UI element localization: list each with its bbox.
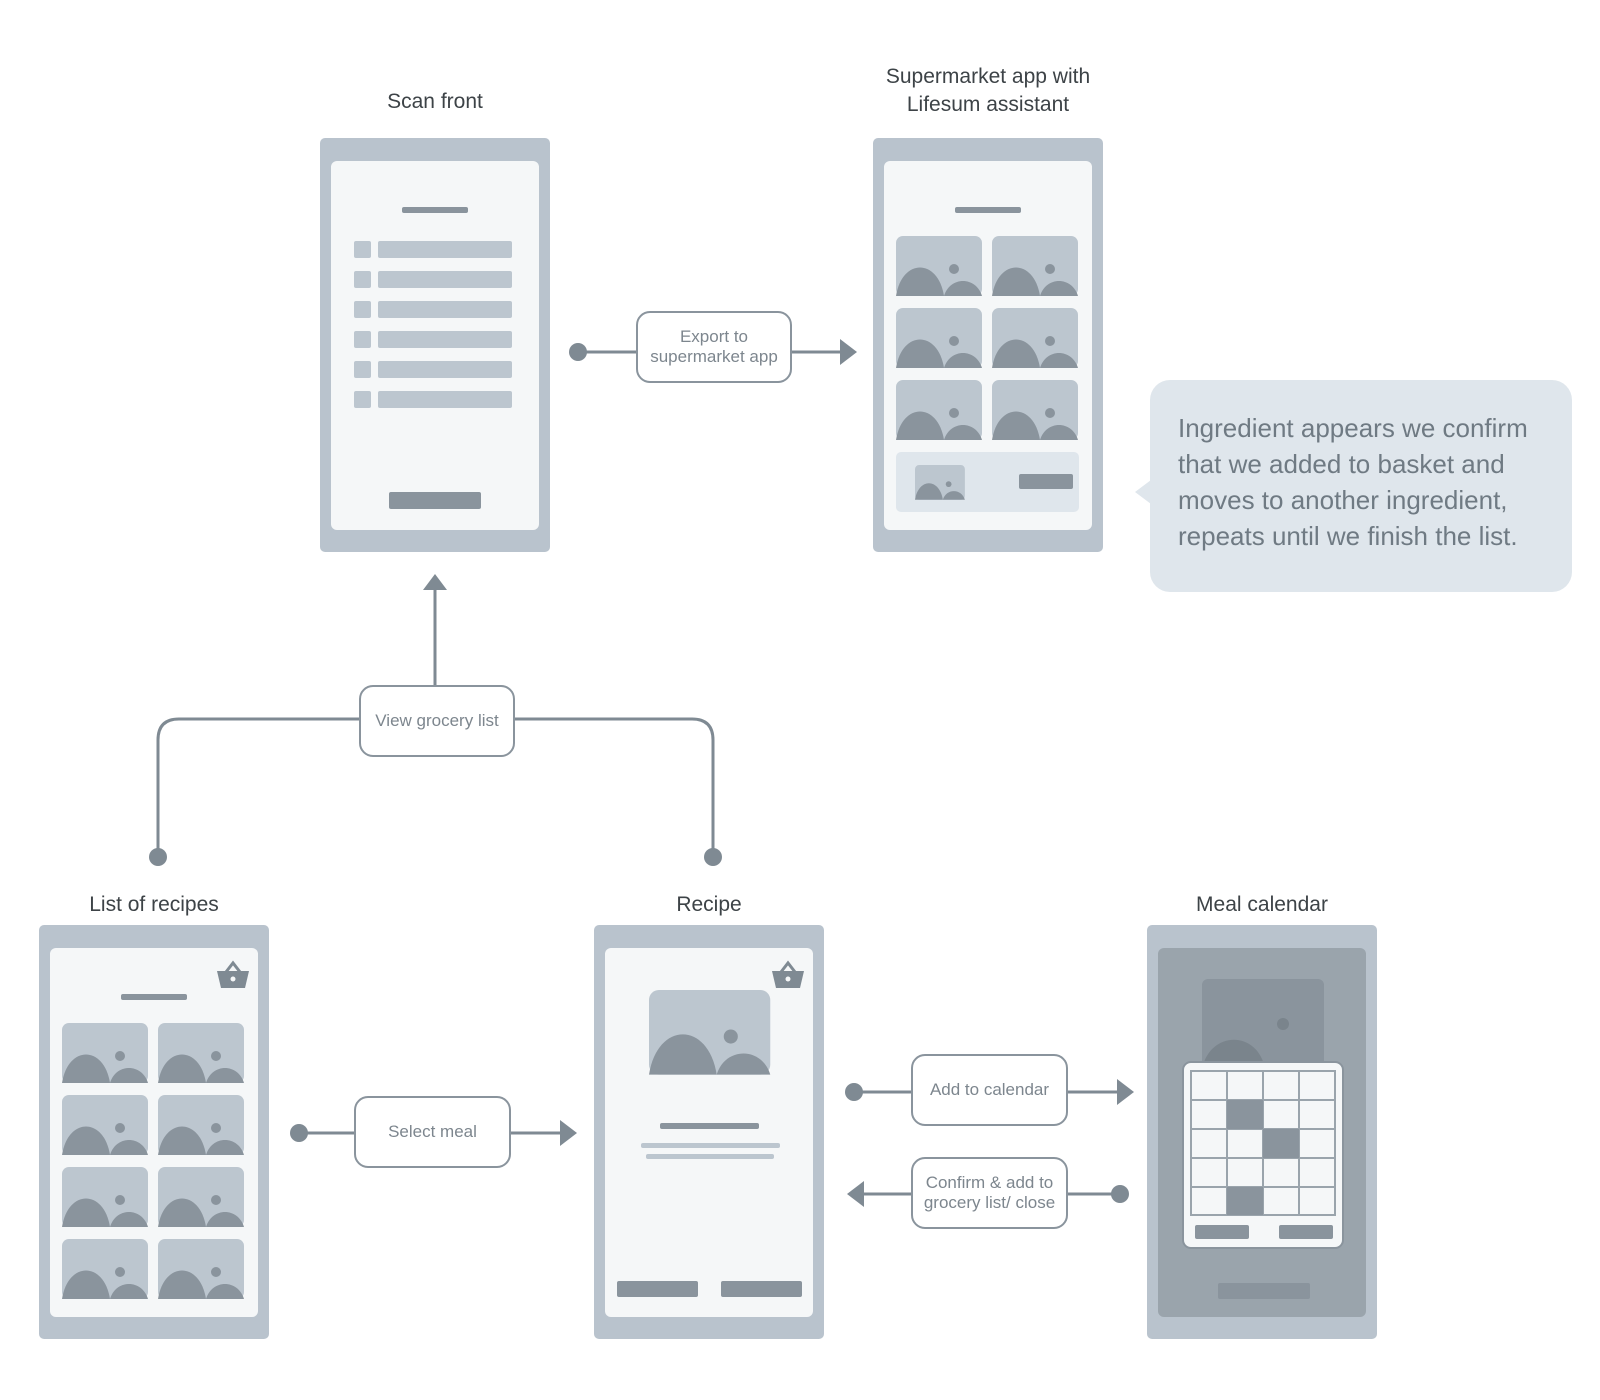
screen-title-meal-calendar: Meal calendar: [1196, 893, 1328, 916]
flow-label-confirm-add-grocery: Confirm & add to grocery list/ close: [911, 1157, 1068, 1229]
screen-title-list-of-recipes: List of recipes: [89, 893, 219, 916]
note-text: Ingredient appears we confirm that we ad…: [1178, 413, 1528, 551]
connector-endpoints: [149, 339, 1134, 1207]
screen-title-supermarket-app: Supermarket app with Lifesum assistant: [885, 65, 1091, 116]
flow-label-export: Export to supermarket app: [636, 311, 792, 383]
basket-icon[interactable]: [216, 960, 250, 990]
screen-title-scan-front: Scan front: [387, 90, 483, 113]
flow-label-view-grocery-list: View grocery list: [359, 685, 515, 757]
flow-label-select-meal: Select meal: [354, 1096, 511, 1168]
recipe-screen: [594, 925, 824, 1339]
note-bubble-tail: [1135, 480, 1151, 504]
note-bubble: Ingredient appears we confirm that we ad…: [1150, 380, 1572, 592]
grocery-list-rows: [354, 241, 512, 408]
meal-calendar-screen: [1147, 925, 1377, 1339]
screen-title-recipe: Recipe: [676, 893, 742, 916]
scan-front-screen: [320, 138, 550, 552]
flow-label-add-to-calendar: Add to calendar: [911, 1054, 1068, 1126]
list-of-recipes-screen: [39, 925, 269, 1339]
basket-icon[interactable]: [771, 960, 805, 990]
supermarket-app-screen: [873, 138, 1103, 552]
